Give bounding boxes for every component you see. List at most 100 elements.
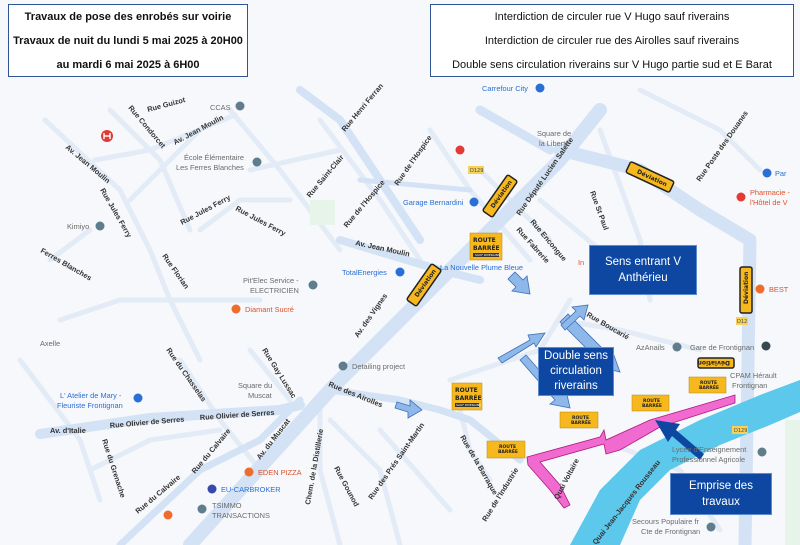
callout-double-sens: Double sens circulation riverains <box>538 347 614 396</box>
restaurant-icon <box>231 304 241 314</box>
work-zone <box>526 394 736 509</box>
park-area <box>310 200 335 225</box>
school-icon <box>757 447 767 457</box>
poi-detailing: Detailing project <box>352 362 405 371</box>
route-barree-label: BARRÉE <box>455 394 482 402</box>
poi-carrefour: Carrefour City <box>482 84 528 93</box>
poi-ccas: CCAS <box>210 103 231 112</box>
poi-pin-icon <box>308 280 318 290</box>
poi-secours: Secours Populaire fr <box>632 517 699 526</box>
callout-line: Double sens <box>544 350 608 362</box>
poi-square-liberte: Square de <box>537 129 571 138</box>
poi-labels: CCAS École Élémentaire Les Ferres Blanch… <box>40 83 790 536</box>
poi-herault: CPAM Hérault <box>730 371 777 380</box>
callout-emprise: Emprise des travaux <box>670 473 772 515</box>
restriction-hugo: Interdiction de circuler rue V Hugo sauf… <box>494 11 730 23</box>
poi-atelier: L' Atelier de Mary - <box>60 391 122 400</box>
bar-icon <box>163 510 173 520</box>
poi-diamant: Diamant Sucré <box>245 305 294 314</box>
route-barree-label: BARRÉE <box>642 401 662 409</box>
poi-tsimmo: TRANSACTIONS <box>212 511 270 520</box>
restriction-airolles: Interdiction de circuler rue des Airolle… <box>484 35 740 47</box>
poi-plume: La Nouvelle Plume Bleue <box>440 263 523 272</box>
road-code-badge <box>736 317 748 325</box>
street-label: Av. d'Italie <box>50 426 86 435</box>
train-icon <box>761 341 771 351</box>
route-barree-label: BARRÉE <box>571 418 591 426</box>
shop-icon <box>469 197 479 207</box>
poi-pin-icon <box>455 145 465 155</box>
poi-total: TotalEnergies <box>342 268 387 277</box>
sauf-riverains-label: SAUF RIVERAINS <box>475 253 500 257</box>
poi-eden: EDEN PIZZA <box>258 468 302 477</box>
road-code: D129 <box>734 428 747 434</box>
route-barree-label: ROUTE <box>572 415 589 421</box>
hospital-icon-glyph <box>103 133 111 139</box>
route-barree-sign: ROUTE BARRÉE <box>688 376 727 394</box>
works-info-box: Travaux de pose des enrobés sur voirie T… <box>8 4 248 77</box>
works-start: Travaux de nuit du lundi 5 mai 2025 à 20… <box>13 35 243 47</box>
poi-pin-icon <box>235 101 245 111</box>
poi-pin-icon <box>706 522 716 532</box>
route-barree-label: ROUTE <box>455 387 478 394</box>
route-barree-sign: ROUTE BARRÉE SAUF RIVERAINS <box>469 232 503 261</box>
route-barree-label: BARRÉE <box>699 383 719 391</box>
poi-square-muscat: Muscat <box>248 391 272 400</box>
pharmacy-icon <box>736 192 746 202</box>
callout-line: circulation <box>550 365 602 377</box>
route-barree-label: BARRÉE <box>473 244 500 252</box>
poi-azanails: AzAnails <box>636 343 665 352</box>
poi-ecole: École Élémentaire <box>184 153 244 162</box>
poi-pharmacie: l'Hôtel de V <box>750 198 788 207</box>
shop-icon <box>535 83 545 93</box>
callout-sens-entrant: Sens entrant V Anthérieu <box>589 245 697 295</box>
road-code: D129 <box>470 168 483 174</box>
car-icon <box>207 484 217 494</box>
poi-herault: Frontignan <box>732 381 767 390</box>
poi-square-muscat: Square du <box>238 381 272 390</box>
poi-pin-icon <box>197 504 207 514</box>
poi-square-liberte: la Liberté <box>539 139 569 148</box>
callout-line: riverains <box>554 380 598 392</box>
poi-atelier: Fleuriste Frontignan <box>57 401 123 410</box>
poi-tsimmo: TSIMMO <box>212 501 242 510</box>
route-barree-label: BARRÉE <box>498 447 518 455</box>
restaurant-icon <box>755 284 765 294</box>
poi-gare: Gare de Frontignan <box>690 343 754 352</box>
deviation-sign: Déviation <box>697 357 735 369</box>
deviation-sign-label: Déviation <box>743 272 750 304</box>
callout-line: Anthérieu <box>618 272 668 284</box>
fuel-icon <box>395 267 405 277</box>
callout-line: Sens entrant V <box>604 256 682 268</box>
road-code-badge <box>468 166 484 174</box>
poi-secours: Cte de Frontignan <box>641 527 700 536</box>
poi-pin-icon <box>95 221 105 231</box>
arrow-icon <box>560 304 589 331</box>
poi-ecole: Les Ferres Blanches <box>176 163 244 172</box>
arrow-icon <box>507 271 531 295</box>
works-end: au mardi 6 mai 2025 à 6H00 <box>56 59 200 71</box>
poi-parking: Par <box>775 169 787 178</box>
road-code: D12 <box>737 319 747 325</box>
poi-pin-icon <box>672 342 682 352</box>
callout-line: Emprise des <box>689 480 753 492</box>
poi-best: BEST <box>769 285 789 294</box>
parking-icon <box>762 168 772 178</box>
shop-icon <box>133 393 143 403</box>
park-area <box>785 420 800 545</box>
poi-garage: Garage Bernardini <box>403 198 464 207</box>
emprise-arrow-icon <box>655 420 704 460</box>
traffic-restrictions-box: Interdiction de circuler rue V Hugo sauf… <box>430 4 794 77</box>
arrow-icon <box>394 399 423 419</box>
route-barree-label: ROUTE <box>643 398 660 404</box>
poi-axelle: Axelle <box>40 339 60 348</box>
poi-kimiyo: Kimiyo <box>67 222 89 231</box>
route-barree-sign: ROUTE BARRÉE <box>559 411 599 429</box>
river <box>570 380 800 545</box>
callout-line: travaux <box>702 496 740 508</box>
works-title: Travaux de pose des enrobés sur voirie <box>24 11 232 23</box>
poi-eu-carbroker: EU-CARBROKER <box>221 485 281 494</box>
poi-pitelec: ELECTRICIEN <box>250 286 299 295</box>
poi-pharmacie: Pharmacie - <box>750 188 790 197</box>
route-barree-sign: ROUTE BARRÉE <box>631 394 670 412</box>
